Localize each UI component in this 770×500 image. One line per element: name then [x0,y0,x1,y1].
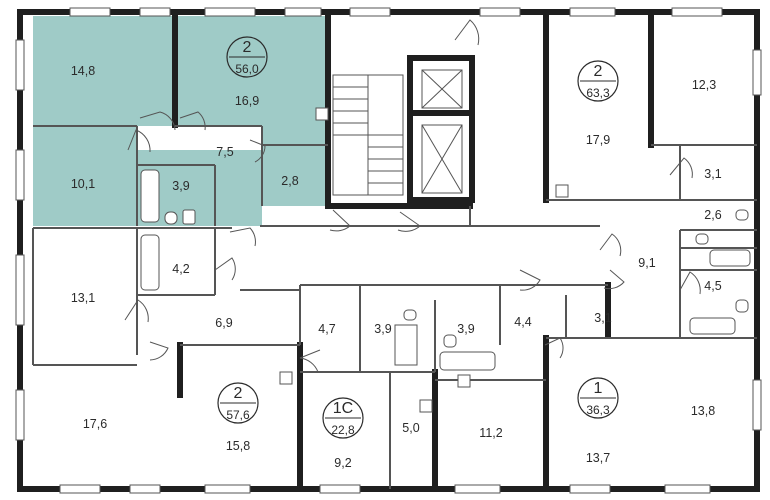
room-area: 3,9 [374,322,391,336]
room-area: 7,5 [216,145,233,159]
apartment-total-area: 22,8 [331,423,355,437]
bath-fixtures [140,107,751,413]
elevator-shafts [421,69,463,194]
room-area: 13,7 [586,451,610,465]
apartment-rooms: 1С [333,400,353,417]
room-area: 2,8 [281,174,298,188]
door-swings [124,19,701,373]
room-area: 5,0 [402,421,419,435]
room-area: 9,2 [334,456,351,470]
room-area: 16,9 [235,94,259,108]
room-area: 17,9 [586,133,610,147]
highlighted-apartment-area [33,16,328,226]
room-area-labels: 14,8 16,9 10,1 7,5 3,9 2,8 4,2 13,1 6,9 … [71,64,722,470]
apartment-total-area: 63,3 [586,86,610,100]
room-area: 4,2 [172,262,189,276]
apartment-badge-d[interactable]: 1С 22,8 [322,397,364,439]
staircase [332,74,404,196]
apartment-badge-b[interactable]: 2 63,3 [577,60,619,102]
apartment-rooms: 1 [594,380,603,397]
room-area: 6,9 [215,316,232,330]
room-area: 3,9 [457,322,474,336]
room-area: 2,6 [704,208,721,222]
apartment-total-area: 57,6 [226,408,250,422]
room-area: 9,1 [638,256,655,270]
room-area: 12,3 [692,78,716,92]
windows [15,7,762,494]
apartment-total-area: 56,0 [235,62,259,76]
apartment-badge-c[interactable]: 2 57,6 [217,382,259,424]
room-area: 4,7 [318,322,335,336]
room-area: 4,4 [514,315,531,329]
room-area: 14,8 [71,64,95,78]
room-area: 11,2 [479,426,502,440]
room-area: 10,1 [71,177,95,191]
room-area: 15,8 [226,439,250,453]
apartment-badge-e[interactable]: 1 36,3 [577,377,619,419]
structural-walls [17,9,760,492]
partition-walls [32,125,757,489]
room-area: 4,5 [704,279,721,293]
room-area: 3,1 [594,311,611,325]
room-area: 3,9 [172,179,189,193]
room-area: 13,1 [71,291,95,305]
apartment-rooms: 2 [594,63,603,80]
apartment-total-area: 36,3 [586,403,610,417]
apartment-badge-a[interactable]: 2 56,0 [226,36,268,78]
room-area: 17,6 [83,417,107,431]
room-area: 13,8 [691,404,715,418]
apartment-rooms: 2 [234,385,243,402]
apartment-rooms: 2 [243,39,252,56]
room-area: 3,1 [704,167,721,181]
